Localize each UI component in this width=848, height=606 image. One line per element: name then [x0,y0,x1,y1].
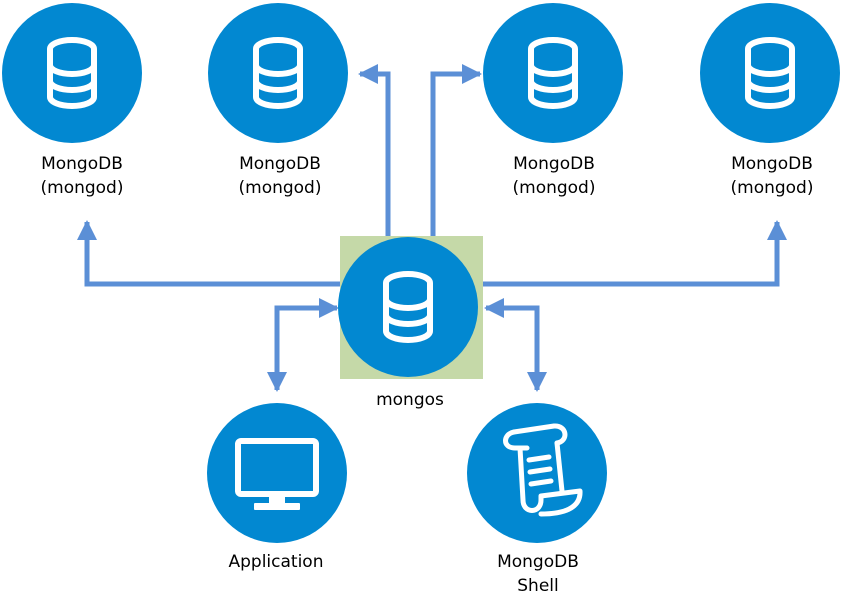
application-label-text: Application [228,552,324,572]
shard-3-label-line1: MongoDB [513,154,595,174]
shard-3-label-line2: (mongod) [512,178,596,198]
connector-application-mongos [267,298,339,392]
mongos-label-text: mongos [376,390,444,410]
shard-1-label-line2: (mongod) [40,178,124,198]
application-node [207,403,347,543]
shell-node [467,403,607,543]
shard-2-label: MongoDB (mongod) [210,152,350,200]
shard-3-label: MongoDB (mongod) [484,152,624,200]
scroll-icon [503,423,583,517]
connector-mongos-to-shard-3 [430,64,482,236]
shard-4-label-line2: (mongod) [730,178,814,198]
shard-node-2 [208,3,348,143]
connector-mongos-to-shard-4 [483,220,787,287]
shard-1-label: MongoDB (mongod) [12,152,152,200]
shard-4-label: MongoDB (mongod) [702,152,842,200]
application-label: Application [196,550,356,574]
connector-shell-mongos [484,298,547,392]
shell-label: MongoDB Shell [468,550,608,598]
shard-node-3 [483,3,623,143]
connector-mongos-to-shard-2 [358,64,391,236]
monitor-icon [235,438,319,510]
mongos-node [338,237,478,377]
shard-2-label-line2: (mongod) [238,178,322,198]
shard-1-label-line1: MongoDB [41,154,123,174]
shard-node-1 [2,3,142,143]
connector-mongos-to-shard-1 [77,220,340,287]
connectors [77,64,787,392]
shard-node-4 [700,3,840,143]
shard-2-label-line1: MongoDB [239,154,321,174]
shard-4-label-line1: MongoDB [731,154,813,174]
shell-label-line2: Shell [517,576,559,596]
mongos-label: mongos [340,388,480,412]
shell-label-line1: MongoDB [497,552,579,572]
